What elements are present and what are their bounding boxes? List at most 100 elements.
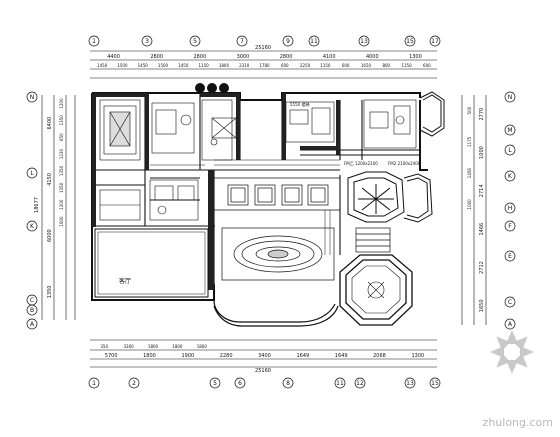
top-subsegment-dimension: 1450 <box>97 63 108 68</box>
grid-bubble-right-circle <box>504 170 516 182</box>
grid-bubble-bottom: 13 <box>406 380 414 387</box>
grid-bubble-left-circle <box>26 91 38 103</box>
grid-bubble-left: K <box>30 223 35 230</box>
grid-bubble-bottom: 2 <box>132 380 136 387</box>
grid-bubble-left-circle <box>26 220 38 232</box>
grid-bubble-left: B <box>30 307 34 314</box>
right-subsegment-dimension: 1456 <box>467 168 472 179</box>
grid-bubble-top-circle <box>236 35 248 47</box>
bathroom-fixtures-left <box>99 99 237 161</box>
hatched-wall-blocks <box>92 93 340 290</box>
grid-bubble-bottom: 12 <box>356 380 364 387</box>
grid-bubble-top: 5 <box>193 38 197 45</box>
left-segment-dimension: 4150 <box>47 173 53 186</box>
grid-bubble-left-circle <box>26 304 38 316</box>
grid-bubble-bottom-circle <box>282 377 294 389</box>
grid-bubble-left-circle <box>26 167 38 179</box>
top-segment-dimension: 4400 <box>107 54 120 60</box>
grid-bubble-bottom-circle <box>404 377 416 389</box>
grid-bubble-bottom: 15 <box>431 380 439 387</box>
watermark-text: zhulong.com <box>483 416 553 429</box>
top-subsegment-dimension: 1650 <box>361 63 372 68</box>
bottom-segment-dimension: 2068 <box>373 353 386 359</box>
right-segment-dimension: 1650 <box>479 299 485 312</box>
left-segment-dimension: 6000 <box>47 229 53 242</box>
top-subsegment-dimension: 800 <box>382 63 390 68</box>
left-segment-dimension: 6400 <box>47 117 53 130</box>
top-segment-dimension: 3000 <box>237 54 250 60</box>
top-subsegment-dimension: 1800 <box>219 63 230 68</box>
bottom-segment-dimension: 2280 <box>220 353 233 359</box>
top-subsegment-dimension: 1780 <box>259 63 270 68</box>
grid-bubble-right-circle <box>504 250 516 262</box>
right-subsegment-dimension: 1175 <box>467 136 472 147</box>
left-total-dimension: 18677 <box>34 197 40 213</box>
grid-bubble-right-circle <box>504 91 516 103</box>
grid-bubble-left: N <box>30 94 35 101</box>
oval-ceiling-feature <box>221 227 335 281</box>
grid-bubble-top: 13 <box>360 38 368 45</box>
bottom-segment-dimension: 1300 <box>411 353 424 359</box>
top-segment-dimension: 4100 <box>323 54 336 60</box>
bay-window-right <box>403 173 433 223</box>
bottom-segment-dimension: 1649 <box>296 353 309 359</box>
top-subsegment-dimension: 1150 <box>199 63 210 68</box>
right-subsegment-dimension: 500 <box>467 106 472 114</box>
grid-bubble-bottom-circle <box>128 377 140 389</box>
top-dimension-chain <box>90 50 437 79</box>
grid-bubble-top-circle <box>189 35 201 47</box>
grid-bubble-right: N <box>508 94 513 101</box>
bottom-subsegment-dimension: 350 <box>100 344 108 349</box>
top-segment-dimension: 4000 <box>366 54 379 60</box>
grid-bubble-top-circle <box>88 35 100 47</box>
corridor-windows <box>214 177 340 211</box>
grid-bubble-right: M <box>507 127 512 134</box>
grid-bubble-bottom-circle <box>354 377 366 389</box>
bottom-segment-dimension: 1649 <box>335 353 348 359</box>
left-subsegment-dimension: 1000 <box>59 216 64 227</box>
left-subsegment-dimension: 1230 <box>59 149 64 160</box>
right-segment-dimension: 2770 <box>479 108 485 121</box>
master-bath-right <box>285 99 420 156</box>
left-subsegment-dimension: 1350 <box>59 182 64 193</box>
left-subsegment-dimension: 1200 <box>59 98 64 109</box>
exterior-walls <box>91 92 428 301</box>
grid-bubble-left: C <box>30 297 34 304</box>
grid-bubble-right: F <box>508 223 512 230</box>
bottom-dimension-chain <box>90 339 437 368</box>
grid-bubble-top-circle <box>141 35 153 47</box>
grid-bubble-bottom-circle <box>429 377 441 389</box>
top-segment-dimension: 2800 <box>280 54 293 60</box>
grid-bubble-left: L <box>30 170 34 177</box>
left-dimension-chain <box>41 95 76 320</box>
grid-bubble-right: L <box>508 147 512 154</box>
left-subsegment-dimension: 1350 <box>59 115 64 126</box>
right-segment-dimension: 2712 <box>479 261 485 274</box>
note-door-b: FM2 2100x2400 <box>388 161 421 166</box>
right-segment-dimension: 1466 <box>479 223 485 236</box>
top-total-dimension: 25160 <box>255 45 271 51</box>
grid-bubble-right: K <box>508 173 513 180</box>
bottom-total-dimension: 25160 <box>255 368 271 374</box>
bottom-segment-dimension: 5700 <box>105 353 118 359</box>
curved-bay-wall <box>213 299 339 327</box>
top-subsegment-dimension: 1500 <box>158 63 169 68</box>
bottom-subsegment-dimension: 1800 <box>148 344 159 349</box>
top-subsegment-dimension: 600 <box>423 63 431 68</box>
grid-bubble-right: A <box>508 321 513 328</box>
grid-bubble-top: 15 <box>406 38 414 45</box>
bay-window-top-right <box>419 91 445 137</box>
top-subsegment-dimension: 2250 <box>300 63 311 68</box>
stair-core <box>355 227 391 253</box>
